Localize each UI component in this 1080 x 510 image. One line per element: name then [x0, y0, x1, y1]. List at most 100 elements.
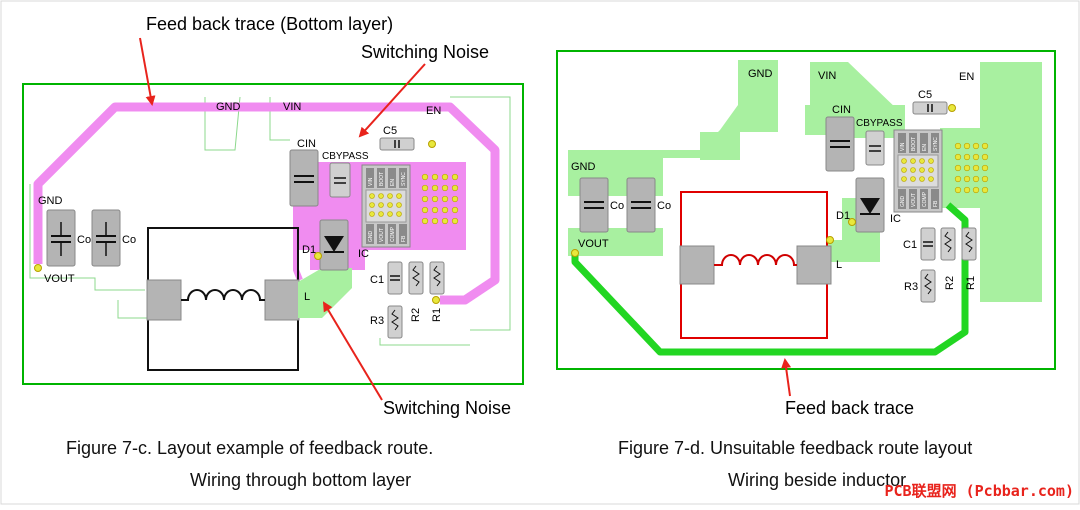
via — [963, 142, 971, 150]
label-c5-d: C5 — [918, 89, 932, 101]
via — [981, 175, 989, 183]
ic-pin-label: VIN — [900, 142, 906, 151]
label-d1-c: D1 — [302, 244, 316, 256]
c1-body-d — [920, 227, 936, 261]
co1-body-d — [579, 177, 609, 233]
label-ic-c: IC — [358, 248, 369, 260]
thermal-via — [387, 211, 393, 217]
via-array-d — [954, 142, 989, 194]
ic-pin — [909, 189, 917, 209]
c5-via-d — [948, 104, 956, 112]
via — [431, 184, 439, 192]
c5-body-d — [912, 101, 948, 115]
ic-pin-label: FB — [401, 235, 407, 242]
ic-pin — [931, 189, 939, 209]
thermal-via — [369, 211, 375, 217]
ic-pin-label: VOUT — [911, 193, 917, 207]
thermal-via — [387, 202, 393, 208]
label-l-d: L — [836, 259, 842, 271]
via — [954, 186, 962, 194]
label-vin-d: VIN — [818, 70, 836, 82]
label-vout-d: VOUT — [578, 238, 609, 250]
label-co1-d: Co — [610, 200, 624, 212]
label-r1-c: R1 — [431, 308, 443, 322]
vout-pour-d — [568, 228, 663, 256]
arrow-noise-top-c — [358, 63, 426, 138]
fb-via-c — [432, 296, 440, 304]
via — [954, 142, 962, 150]
ic-pin — [931, 133, 939, 153]
d1-symbol-c — [324, 236, 344, 252]
c5-via-c — [428, 140, 436, 148]
thermal-via — [387, 193, 393, 199]
feedback-trace-beside-inductor — [571, 202, 969, 356]
inductor-pad-right-c — [264, 279, 300, 321]
ic-pin — [366, 168, 374, 188]
thermal-via — [369, 193, 375, 199]
label-co1-c: Co — [77, 234, 91, 246]
inductor-coil-symbol-d — [714, 254, 797, 266]
via — [972, 186, 980, 194]
via — [431, 173, 439, 181]
ic-pin — [377, 168, 385, 188]
via-array-c — [421, 173, 459, 225]
thermal-via — [928, 176, 934, 182]
arrow-noise-bottom-c — [322, 301, 383, 401]
via — [963, 175, 971, 183]
vout-via-d — [571, 249, 579, 257]
via — [431, 195, 439, 203]
co1-body-c — [46, 209, 76, 267]
via — [441, 217, 449, 225]
via — [441, 206, 449, 214]
cin-body-c — [289, 149, 319, 207]
caption-figure-d-line2: Wiring beside inductor — [728, 470, 907, 490]
caption-figure-d-line1: Figure 7-d. Unsuitable feedback route la… — [618, 438, 973, 458]
label-co2-c: Co — [122, 234, 136, 246]
via — [963, 164, 971, 172]
ic-vias-c — [369, 193, 402, 217]
sw-pour-right-d — [980, 62, 1042, 302]
label-r2-c: R2 — [410, 308, 422, 322]
label-cbypass-d: CBYPASS — [856, 118, 903, 129]
ic-pin-label: GND — [900, 196, 906, 208]
thermal-via — [369, 202, 375, 208]
via — [441, 173, 449, 181]
label-gnd-top-c: GND — [216, 101, 241, 113]
switch-node-copper-c — [298, 268, 352, 318]
thermal-via — [396, 202, 402, 208]
thermal-via — [928, 158, 934, 164]
caption-figure-c-line1: Figure 7-c. Layout example of feedback r… — [66, 438, 434, 458]
label-cin-c: CIN — [297, 138, 316, 150]
inductor-pad-left-d — [679, 245, 715, 285]
vout-via-c — [34, 264, 42, 272]
annotation-switching-noise-top-c: Switching Noise — [361, 42, 489, 62]
via — [451, 206, 459, 214]
ic-pin-label: VIN — [368, 177, 374, 186]
feedback-trace-bottom-layer — [33, 102, 500, 305]
label-ic-d: IC — [890, 213, 901, 225]
thermal-via — [901, 158, 907, 164]
label-r3-d: R3 — [904, 281, 918, 293]
label-cin-d: CIN — [832, 104, 851, 116]
c5-body-c — [379, 137, 415, 151]
thermal-via — [910, 176, 916, 182]
thermal-via — [378, 202, 384, 208]
ic-pin-label: GND — [368, 231, 374, 243]
via — [421, 173, 429, 181]
board-outline-d — [556, 50, 1056, 370]
label-r1-d: R1 — [965, 276, 977, 290]
cbypass-body-d — [865, 130, 885, 166]
thermal-via — [919, 176, 925, 182]
arrow-feedback-d — [781, 358, 792, 397]
via — [981, 142, 989, 150]
ic-pin — [366, 224, 374, 244]
caption-figure-c-line2: Wiring through bottom layer — [190, 470, 412, 490]
thermal-via — [901, 176, 907, 182]
board-outline-c — [22, 83, 524, 385]
via — [954, 164, 962, 172]
via — [421, 206, 429, 214]
ic-pin-label: VOUT — [379, 228, 385, 242]
